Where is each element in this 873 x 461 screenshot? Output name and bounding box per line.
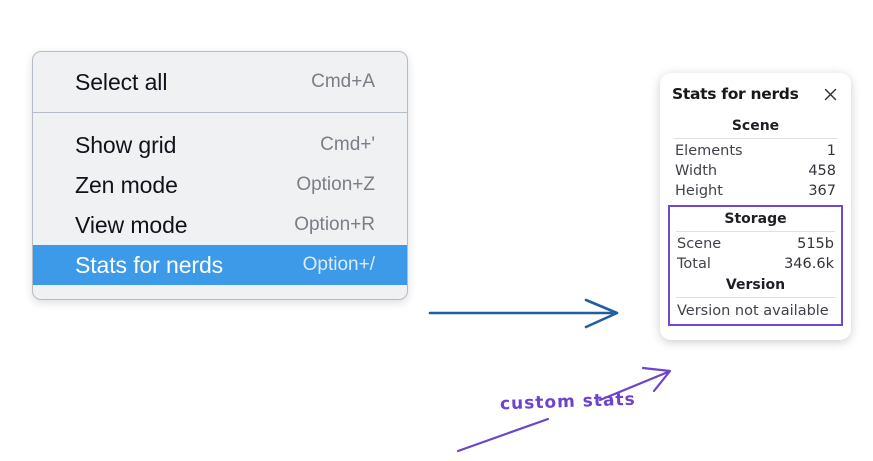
stat-key: Total xyxy=(677,256,711,272)
menu-item-zen-mode[interactable]: Zen mode Option+Z xyxy=(33,165,407,205)
stats-section-version: Version Version not available xyxy=(674,274,837,319)
section-rule xyxy=(676,297,835,298)
menu-item-view-mode[interactable]: View mode Option+R xyxy=(33,205,407,245)
menu-item-shortcut: Option+/ xyxy=(302,254,375,275)
stat-key: Scene xyxy=(677,236,722,252)
table-row: Scene 515b xyxy=(674,234,837,254)
menu-divider xyxy=(33,112,407,113)
table-row: Elements 1 xyxy=(672,141,839,161)
stat-value: 1 xyxy=(826,143,836,159)
menu-item-shortcut: Option+Z xyxy=(296,174,375,195)
section-heading: Storage xyxy=(724,211,787,227)
stat-key: Elements xyxy=(675,143,743,159)
table-row: Total 346.6k xyxy=(674,254,837,274)
arrow-menu-to-panel xyxy=(428,298,619,329)
menu-item-label: Zen mode xyxy=(75,171,178,198)
stats-panel-header: Stats for nerds xyxy=(672,85,839,103)
section-heading: Version xyxy=(725,277,786,293)
custom-stats-section: Storage Scene 515b Total 346.6k Version … xyxy=(668,205,843,326)
underline-stroke xyxy=(456,417,550,453)
stats-section-storage: Storage Scene 515b Total 346.6k xyxy=(674,208,837,274)
stat-key: Width xyxy=(675,163,718,179)
stat-value: 367 xyxy=(808,183,836,199)
menu-group-primary: Select all Cmd+A xyxy=(33,52,407,112)
table-row: Width 458 xyxy=(672,161,839,181)
stat-value: 458 xyxy=(808,163,836,179)
stat-value: 346.6k xyxy=(784,256,834,272)
stats-for-nerds-panel[interactable]: Stats for nerds Scene Elements 1 Width 4… xyxy=(660,73,851,340)
version-note: Version not available xyxy=(677,303,829,319)
stats-panel-title: Stats for nerds xyxy=(672,85,799,103)
menu-item-select-all[interactable]: Select all Cmd+A xyxy=(33,62,407,102)
menu-item-shortcut: Cmd+A xyxy=(311,71,375,92)
close-icon[interactable] xyxy=(822,86,839,103)
annotation-callout-label: custom stats xyxy=(499,389,637,415)
menu-item-stats-for-nerds[interactable]: Stats for nerds Option+/ xyxy=(33,245,407,285)
canvas-context-menu[interactable]: Select all Cmd+A Show grid Cmd+' Zen mod… xyxy=(32,51,408,300)
menu-item-label: Stats for nerds xyxy=(75,251,224,278)
section-rule xyxy=(676,231,835,232)
section-rule xyxy=(674,138,837,139)
menu-item-label: View mode xyxy=(75,211,188,238)
menu-group-secondary: Show grid Cmd+' Zen mode Option+Z View m… xyxy=(33,113,407,299)
menu-item-shortcut: Cmd+' xyxy=(320,134,375,155)
table-row: Height 367 xyxy=(672,181,839,201)
menu-item-shortcut: Option+R xyxy=(294,214,375,235)
menu-item-label: Select all xyxy=(75,68,168,95)
menu-item-label: Show grid xyxy=(75,131,177,158)
stat-value: 515b xyxy=(797,236,834,252)
section-heading: Scene xyxy=(731,118,780,134)
stats-section-scene: Scene Elements 1 Width 458 Height 367 xyxy=(672,115,839,201)
menu-item-show-grid[interactable]: Show grid Cmd+' xyxy=(33,125,407,165)
stat-key: Height xyxy=(675,183,723,199)
